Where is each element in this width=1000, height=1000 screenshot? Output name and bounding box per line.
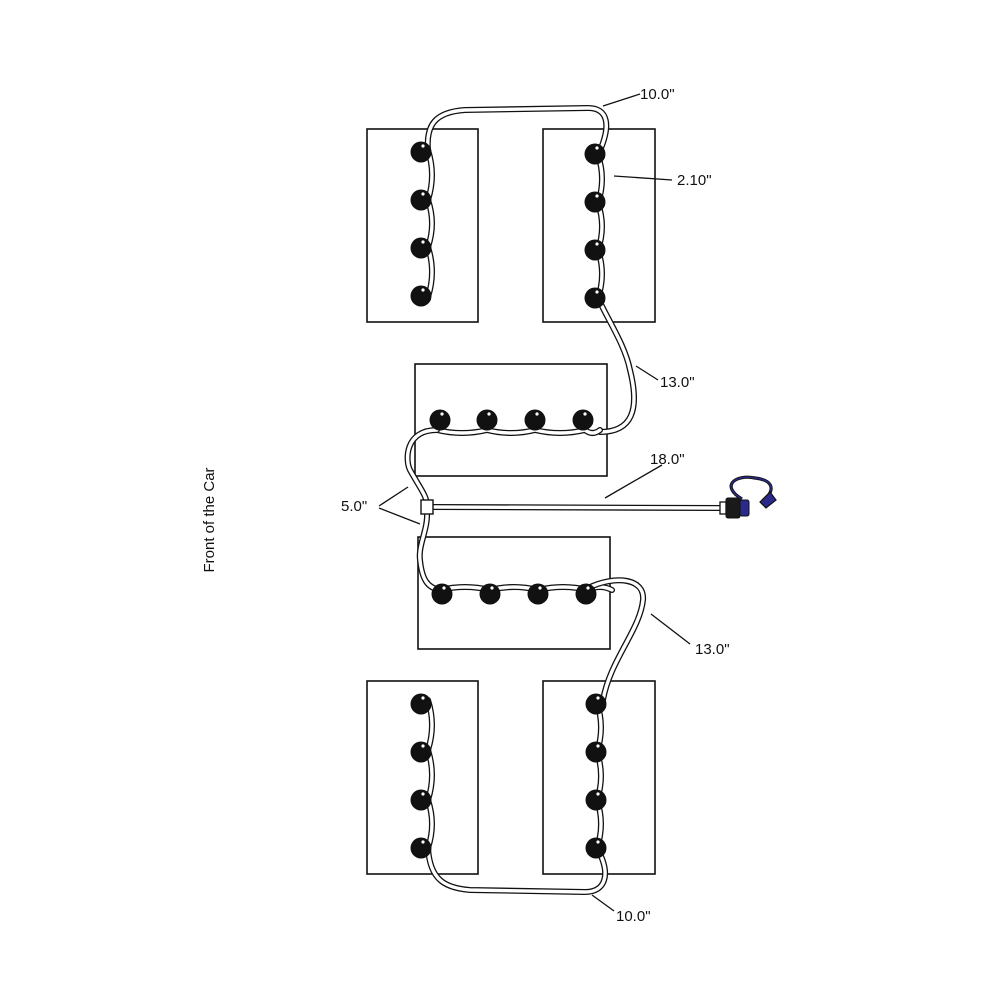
- tube-upper-middle: [434, 427, 603, 436]
- tube-upper-cross: [595, 295, 637, 435]
- tube-bottom-jumper: [425, 845, 608, 895]
- watering-cap-icon: [585, 789, 607, 811]
- watering-cap-icon: [527, 583, 549, 605]
- tube-lower-cross: [585, 577, 647, 703]
- leader-lines: [378, 93, 691, 912]
- tubing: [404, 105, 723, 895]
- caps: [410, 141, 607, 859]
- watering-cap-icon: [584, 287, 606, 309]
- watering-cap-icon: [584, 239, 606, 261]
- watering-cap-icon: [479, 583, 501, 605]
- dimension-tee-branches: 5.0": [341, 498, 367, 515]
- watering-cap-icon: [572, 409, 594, 431]
- tube-top-left: [425, 147, 435, 300]
- dimension-main-line: 18.0": [650, 451, 685, 468]
- tube-top-right: [595, 152, 605, 301]
- watering-cap-icon: [410, 789, 432, 811]
- dimension-lower-cross: 13.0": [695, 641, 730, 658]
- watering-cap-icon: [410, 141, 432, 163]
- watering-cap-icon: [524, 409, 546, 431]
- watering-cap-icon: [410, 285, 432, 307]
- dimension-top-jumper: 10.0": [640, 86, 675, 103]
- watering-cap-icon: [410, 837, 432, 859]
- watering-cap-icon: [410, 693, 432, 715]
- tube-bottom-left: [425, 697, 435, 851]
- tube-main-line: [430, 504, 723, 511]
- watering-cap-icon: [575, 583, 597, 605]
- watering-cap-icon: [429, 409, 451, 431]
- dimension-upper-cross: 13.0": [660, 374, 695, 391]
- watering-cap-icon: [585, 741, 607, 763]
- watering-cap-icon: [410, 189, 432, 211]
- watering-cap-icon: [431, 583, 453, 605]
- watering-cap-icon: [476, 409, 498, 431]
- tube-bottom-right: [594, 700, 604, 851]
- tube-top-jumper: [424, 105, 610, 158]
- fill-connector-icon: [719, 475, 777, 519]
- watering-cap-icon: [584, 191, 606, 213]
- watering-cap-icon: [585, 837, 607, 859]
- tee-fitting: [420, 499, 434, 515]
- dimension-bottom-jumper: 10.0": [616, 908, 651, 925]
- watering-cap-icon: [410, 237, 432, 259]
- tube-upper-tee: [404, 427, 440, 507]
- watering-cap-icon: [410, 741, 432, 763]
- orientation-label: Front of the Car: [201, 467, 218, 572]
- watering-cap-icon: [585, 693, 607, 715]
- tube-lower-tee: [416, 509, 443, 593]
- dimension-cap-spacing: 2.10": [677, 172, 712, 189]
- watering-cap-icon: [584, 143, 606, 165]
